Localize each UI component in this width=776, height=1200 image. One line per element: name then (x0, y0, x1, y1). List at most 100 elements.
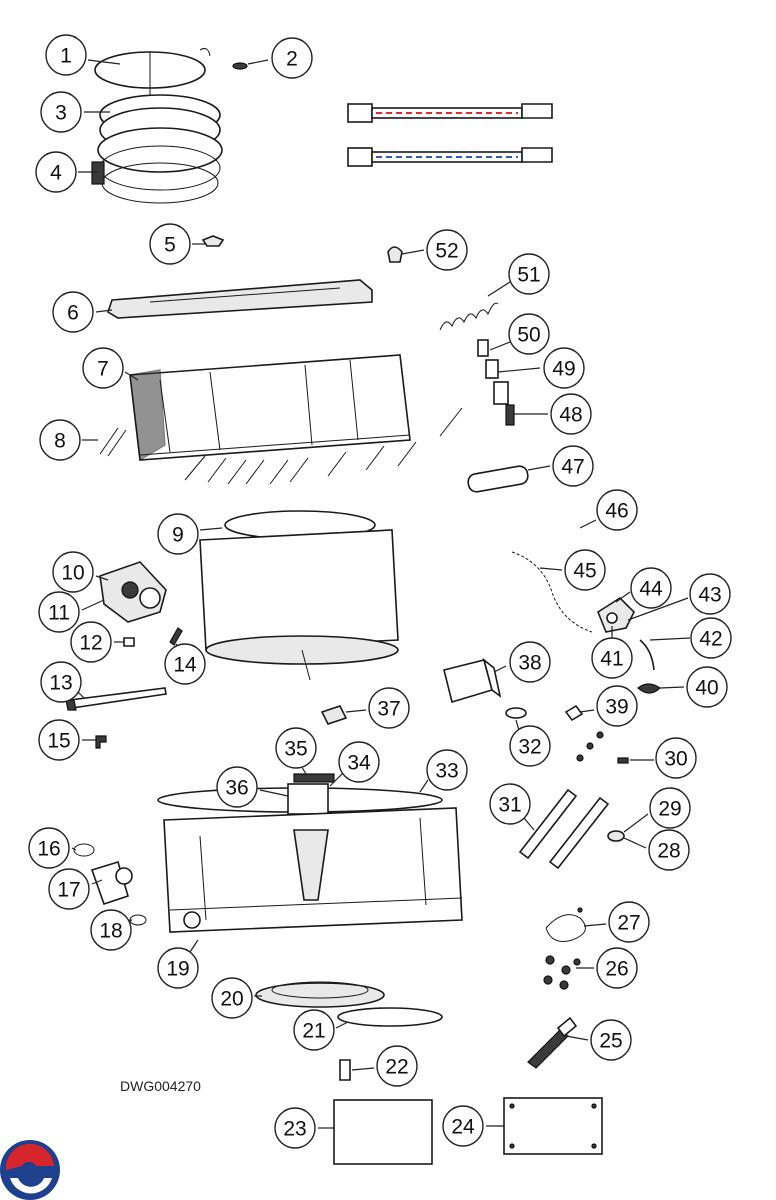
callout-27: 27 (583, 901, 650, 943)
leader-line (489, 341, 511, 351)
heater-element (527, 1029, 569, 1069)
leader-line (124, 371, 139, 381)
callout-number: 43 (698, 584, 721, 607)
leader-line (627, 597, 689, 621)
callout-circle (442, 1105, 484, 1147)
callout-circle (275, 727, 317, 769)
callout-circle (216, 766, 258, 808)
leader-line (565, 1035, 589, 1041)
leader-line (615, 591, 631, 603)
callout-number: 34 (347, 752, 371, 775)
callout-circle (157, 513, 199, 555)
drum (199, 510, 399, 681)
callout-35: 35 (275, 727, 317, 775)
callout-44: 44 (615, 567, 672, 609)
callout-48: 48 (514, 393, 592, 435)
callout-17: 17 (48, 868, 103, 910)
callout-circle (550, 393, 592, 435)
callout-circle (596, 685, 638, 727)
callout-number: 51 (517, 264, 540, 287)
callout-number: 36 (225, 777, 248, 800)
callout-circle (40, 661, 82, 703)
suspension-parts (477, 339, 515, 426)
clip-square (320, 705, 348, 725)
callout-15: 15 (38, 719, 96, 761)
callout-circle (596, 947, 638, 989)
shock-absorbers (518, 731, 629, 870)
callout-number: 22 (385, 1056, 408, 1079)
leader-line (583, 923, 607, 927)
callout-16: 16 (28, 827, 77, 869)
seal-ring (129, 914, 147, 926)
callout-number: 41 (600, 648, 623, 671)
leader-line (527, 465, 551, 471)
callout-number: 1 (60, 45, 72, 68)
callout-circle (689, 573, 731, 615)
callout-circle (157, 947, 199, 989)
clip-part (201, 235, 225, 247)
callout-circle (164, 643, 206, 685)
callout-41: 41 (591, 626, 633, 679)
leader-line (579, 519, 597, 529)
inlet-hose-hot (347, 103, 553, 123)
callout-42: 42 (649, 617, 732, 659)
callout-number: 31 (498, 794, 521, 817)
callout-47: 47 (527, 445, 594, 487)
wire-harness (545, 907, 586, 942)
callout-3: 3 (40, 91, 110, 133)
o-ring (73, 843, 95, 857)
callout-circle (40, 91, 82, 133)
callout-number: 26 (605, 958, 628, 981)
drain-hose (639, 639, 655, 671)
callout-number: 46 (605, 500, 628, 523)
callout-8: 8 (39, 419, 98, 461)
mount-kit (543, 955, 581, 990)
callout-45: 45 (539, 549, 606, 591)
callout-circle (655, 737, 697, 779)
callout-circle (509, 641, 551, 683)
callout-number: 45 (573, 560, 596, 583)
screw-small (232, 62, 248, 70)
callout-number: 13 (49, 672, 72, 695)
belt (337, 1007, 443, 1027)
callout-circle (149, 223, 191, 265)
callout-circle (376, 1045, 418, 1087)
callout-number: 11 (48, 602, 70, 625)
callout-circle (90, 909, 132, 951)
leader-line (335, 1021, 349, 1029)
callout-10: 10 (52, 551, 109, 593)
callout-52: 52 (401, 229, 468, 271)
capacitor (467, 465, 529, 493)
callout-7: 7 (82, 347, 139, 389)
leader-line (493, 665, 507, 673)
washer (505, 707, 527, 719)
callout-number: 5 (164, 234, 176, 257)
callout-number: 10 (61, 562, 84, 585)
callout-4: 4 (35, 151, 98, 193)
callout-11: 11 (38, 591, 105, 633)
callout-2: 2 (247, 37, 313, 79)
leader-line (523, 817, 535, 831)
callout-circle (591, 637, 633, 679)
callout-circle (590, 1019, 632, 1061)
leader-line (247, 59, 269, 65)
callout-circle (48, 868, 90, 910)
callout-number: 35 (284, 738, 307, 761)
leader-line (91, 879, 103, 885)
callout-circle (630, 567, 672, 609)
callout-circle (70, 621, 112, 663)
callout-33: 33 (419, 749, 468, 793)
callout-number: 33 (435, 760, 458, 783)
callout-circle (508, 253, 550, 295)
door-seal-assembly (91, 48, 223, 204)
manual-sheet (333, 1099, 433, 1165)
callout-number: 24 (451, 1116, 475, 1139)
rod (65, 687, 167, 711)
callout-circle (564, 549, 606, 591)
leader-line (649, 637, 691, 641)
callout-circle (508, 313, 550, 355)
callout-number: 12 (79, 632, 102, 655)
callout-number: 50 (517, 324, 540, 347)
callout-number: 17 (57, 879, 80, 902)
leader-line (259, 789, 289, 797)
